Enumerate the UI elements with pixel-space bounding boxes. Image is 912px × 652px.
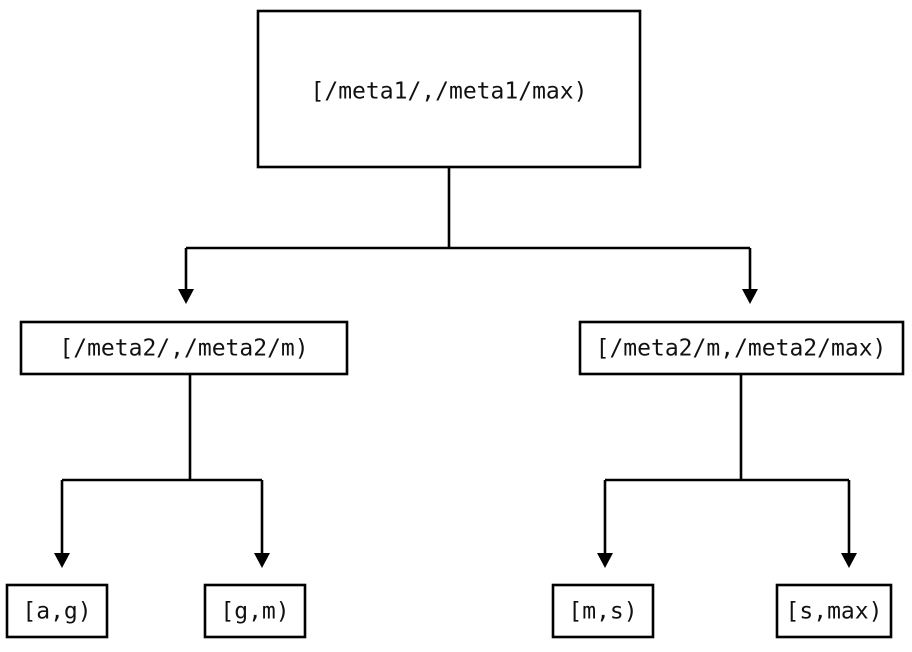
node-root-box[interactable] [256, 9, 642, 169]
node-leaf-3[interactable]: [m,s) [551, 583, 655, 639]
node-mid-right[interactable]: [/meta2/m,/meta2/max) [578, 320, 905, 376]
node-mid-right-label: [/meta2/m,/meta2/max) [596, 336, 887, 362]
node-leaf-4-label: [s,max) [786, 599, 883, 625]
edge-group-mid-right [597, 374, 857, 568]
edge-group-mid-left [54, 374, 270, 568]
node-mid-left-box[interactable] [19, 320, 349, 376]
node-mid-left[interactable]: [/meta2/,/meta2/m) [19, 320, 349, 376]
arrowhead-mid-right-icon [742, 289, 758, 304]
node-leaf-2-label: [g,m) [220, 599, 289, 625]
node-mid-right-box[interactable] [578, 320, 905, 376]
node-root-label: [/meta1/,/meta1/max) [311, 79, 588, 105]
node-leaf-1[interactable]: [a,g) [5, 583, 109, 639]
node-leaf-4[interactable]: [s,max) [775, 583, 893, 639]
arrowhead-leaf2-icon [254, 553, 270, 568]
node-leaf-1-box[interactable] [5, 583, 109, 639]
node-leaf-4-box[interactable] [775, 583, 893, 639]
arrowhead-mid-left-icon [178, 289, 194, 304]
arrowhead-leaf1-icon [54, 553, 70, 568]
node-leaf-3-label: [m,s) [568, 599, 637, 625]
edge-group-root [178, 167, 758, 304]
node-leaf-3-box[interactable] [551, 583, 655, 639]
node-leaf-2[interactable]: [g,m) [203, 583, 307, 639]
node-root[interactable]: [/meta1/,/meta1/max) [256, 9, 642, 169]
node-leaf-2-box[interactable] [203, 583, 307, 639]
node-mid-left-label: [/meta2/,/meta2/m) [59, 336, 308, 362]
node-leaf-1-label: [a,g) [22, 599, 91, 625]
arrowhead-leaf4-icon [841, 553, 857, 568]
arrowhead-leaf3-icon [597, 553, 613, 568]
